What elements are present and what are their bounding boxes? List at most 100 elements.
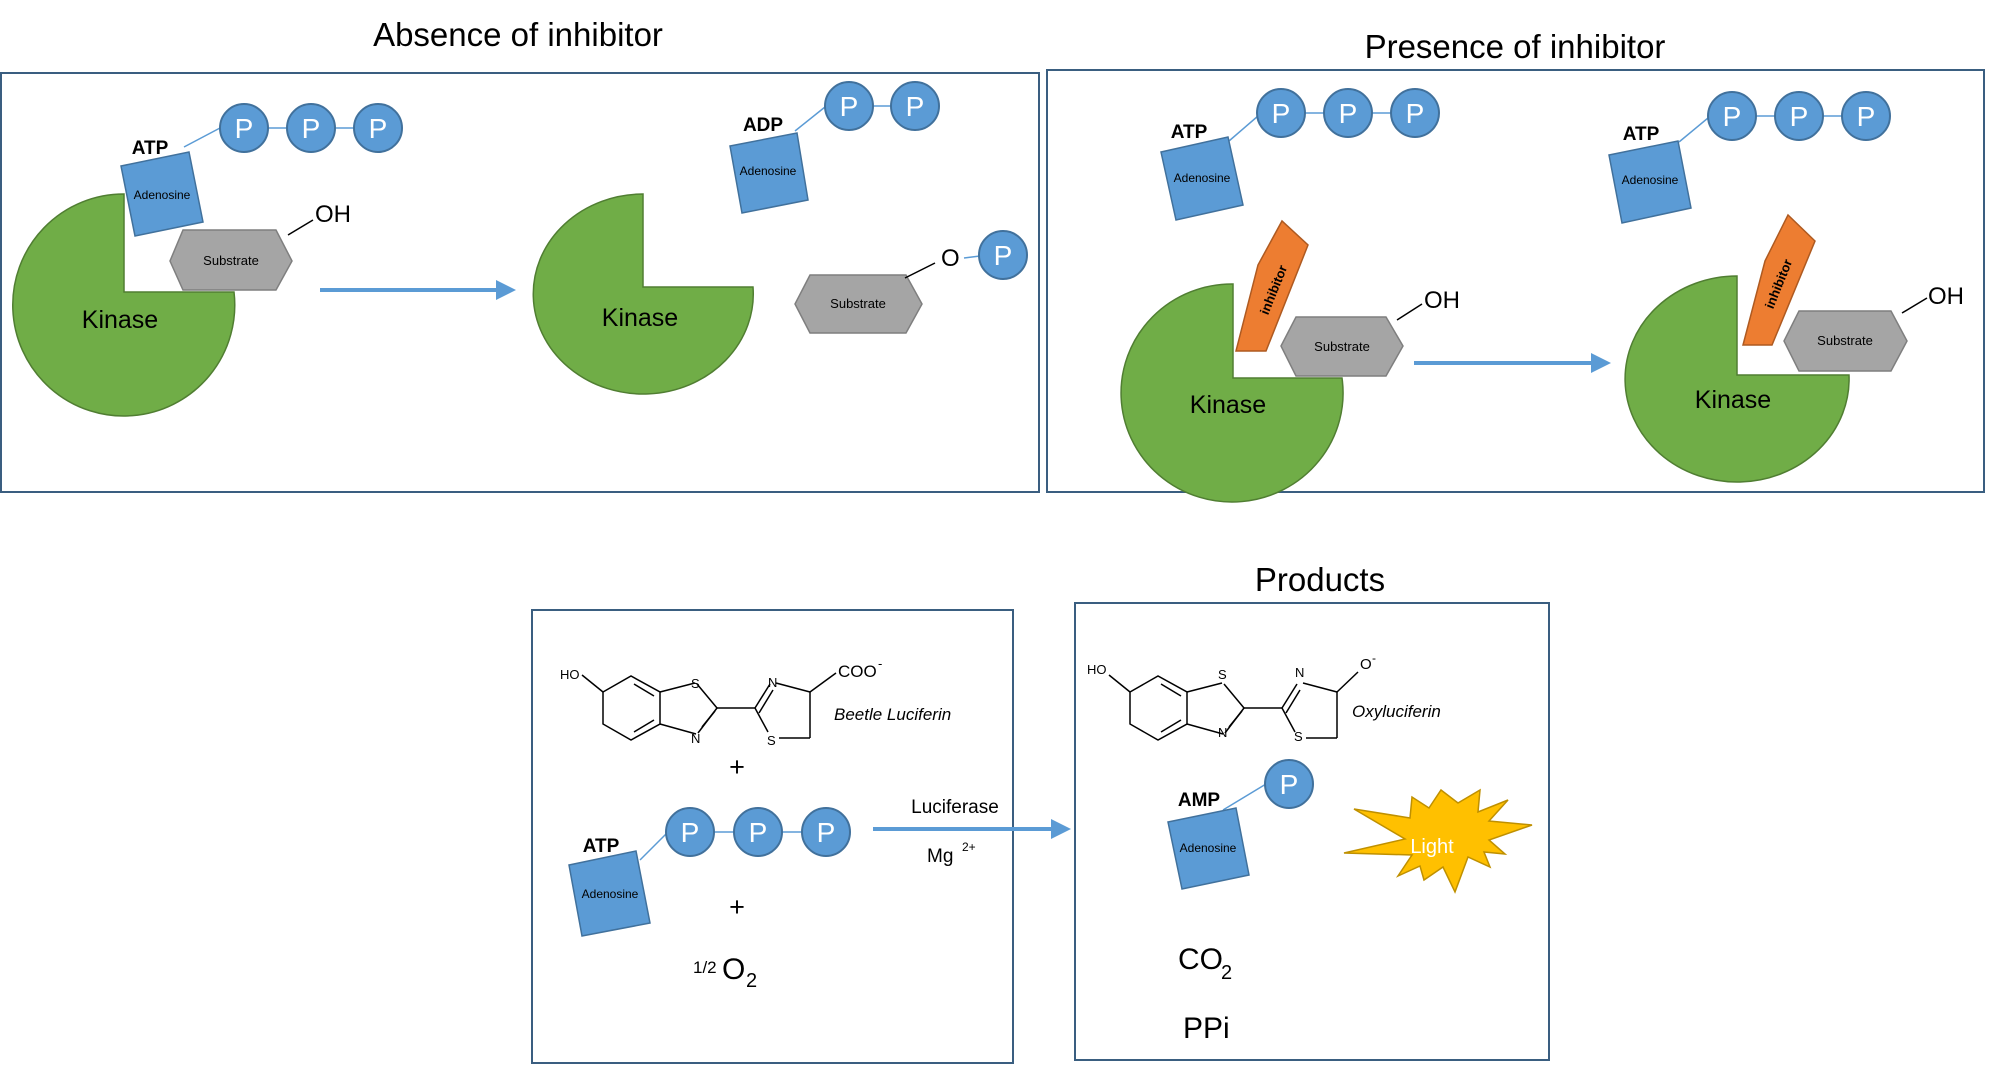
nitrogen-label: N — [691, 731, 700, 746]
kinase-label: Kinase — [1190, 391, 1266, 419]
absence-title: Absence of inhibitor — [373, 16, 663, 53]
phosphate-label: P — [235, 113, 254, 144]
oxyluciferin-bond — [1186, 723, 1224, 735]
adenosine-label: Adenosine — [134, 188, 191, 202]
products-title: Products — [1255, 561, 1385, 598]
phosphate-circle — [353, 103, 403, 153]
luciferase-label: Luciferase — [911, 797, 999, 818]
amp-link — [1222, 783, 1267, 811]
oxyluciferin-bond — [1336, 671, 1359, 693]
phosphate-label: P — [1280, 769, 1299, 800]
adenosine-block — [1160, 136, 1244, 221]
kinase-label: Kinase — [1695, 386, 1771, 414]
phosphate-label: P — [994, 240, 1013, 271]
adp-molecule: Adenosine ADP P P — [729, 81, 940, 214]
products-panel-border — [1074, 602, 1550, 1061]
phosphate-circle — [665, 807, 715, 857]
phosphate-label: P — [1790, 101, 1809, 132]
atp-label: ATP — [132, 138, 169, 159]
adenosine-block — [729, 132, 809, 214]
hydroxyl-bond — [287, 219, 314, 236]
phosphate-label: P — [1406, 98, 1425, 129]
luciferase-reaction-arrow: Luciferase Mg 2+ — [873, 797, 1071, 867]
carbon-dioxide: CO 2 — [1178, 943, 1232, 984]
atp-molecule: Adenosine ATP P P P — [568, 807, 851, 937]
atp-molecule: Adenosine ATP P P P — [1160, 88, 1440, 221]
amp-label: AMP — [1178, 790, 1221, 811]
substrate-with-oh: Substrate OH — [1783, 283, 1964, 372]
phosphate-circle — [219, 103, 269, 153]
phosphate-circle — [1390, 88, 1440, 138]
sulfur-label: S — [1218, 667, 1227, 682]
substrate-label: Substrate — [1817, 333, 1873, 348]
products-panel: Products HO S N N S O - — [1074, 561, 1550, 1061]
phosphorylated-substrate: Substrate O P — [794, 230, 1028, 334]
magnesium-label: Mg — [927, 846, 953, 867]
presence-title: Presence of inhibitor — [1365, 28, 1666, 65]
hydroxy-label: HO — [1087, 662, 1107, 677]
oxyluciferin-bond — [1160, 683, 1182, 697]
hydroxyl-bond — [1396, 303, 1423, 321]
adenosine-block — [1608, 140, 1692, 224]
luciferin-bond — [775, 682, 811, 693]
oxyluciferin-bond — [1302, 682, 1338, 693]
oxyluciferin-bond — [1228, 710, 1243, 728]
phosphate-label: P — [817, 817, 836, 848]
phosphate-circle — [824, 81, 874, 131]
adenosine-block — [120, 151, 204, 237]
light-label: Light — [1410, 836, 1454, 858]
substrate-label: Substrate — [1314, 339, 1370, 354]
substrate-hexagon — [1280, 316, 1404, 377]
oxyluciferin-structure: HO S N N S O - Oxyluciferin — [1087, 651, 1441, 744]
pyrophosphate-label: PPi — [1183, 1012, 1230, 1045]
inhibitor-shape — [1235, 219, 1309, 352]
oxygen-term: 1/2 O 2 — [693, 953, 757, 992]
luciferin-bond — [809, 672, 837, 693]
adenosine-label: Adenosine — [740, 164, 797, 178]
amp-molecule: Adenosine AMP P — [1167, 759, 1314, 890]
phosphate-circle — [801, 807, 851, 857]
atp-label: ATP — [583, 836, 620, 857]
atp-label: ATP — [1171, 122, 1208, 143]
substrate-hexagon — [169, 229, 293, 291]
kinase-with-inhibitor: Kinase inhibitor Substrate OH Adenosine … — [1120, 88, 1460, 503]
phosphate-circle — [1264, 759, 1314, 809]
hydroxy-label: HO — [560, 667, 580, 682]
kinase-shape — [12, 193, 236, 417]
absence-panel-border — [0, 72, 1040, 493]
light-burst: Light — [1343, 788, 1533, 894]
hydroxyl-bond — [1901, 297, 1928, 314]
oxyluciferin-bond — [1186, 682, 1223, 693]
plus-sign: + — [729, 752, 745, 782]
carbon-dioxide-label: CO — [1178, 943, 1223, 976]
adp-link — [794, 106, 826, 132]
luciferin-bond — [701, 710, 716, 728]
luciferin-bond — [581, 674, 604, 693]
phosphate-label: P — [369, 113, 388, 144]
kinase-after-reaction: Kinase Adenosine ADP P P Substrate O P — [532, 81, 1028, 395]
phosphate-circle — [733, 807, 783, 857]
reactants-panel: HO S N N S COO - Beetle Luciferin + Aden… — [531, 609, 1014, 1064]
oxyluciferin-label: Oxyluciferin — [1352, 702, 1441, 721]
substrate-hexagon — [1783, 310, 1908, 372]
kinase-with-atp: Kinase Adenosine ATP P P P Substrate OH — [12, 103, 403, 417]
atp-label: ATP — [1623, 124, 1660, 145]
nitrogen-label: N — [1218, 725, 1227, 740]
sulfur-label: S — [767, 733, 776, 748]
luciferin-bond — [633, 683, 655, 697]
phosphate-circle — [978, 230, 1028, 280]
adenosine-label: Adenosine — [1174, 171, 1231, 185]
phosphate-label: P — [1723, 101, 1742, 132]
beetle-luciferin-structure: HO S N N S COO - Beetle Luciferin — [560, 656, 951, 748]
luciferin-bond — [754, 683, 771, 709]
luciferin-bond — [696, 683, 718, 709]
atp-link — [1678, 117, 1709, 143]
phosphate-circle — [890, 81, 940, 131]
presence-panel-border — [1046, 69, 1985, 493]
kinase-label: Kinase — [82, 306, 158, 334]
oxyluciferin-ring — [1129, 675, 1188, 741]
phosphate-label: P — [1272, 98, 1291, 129]
phosphate-label: P — [840, 91, 859, 122]
